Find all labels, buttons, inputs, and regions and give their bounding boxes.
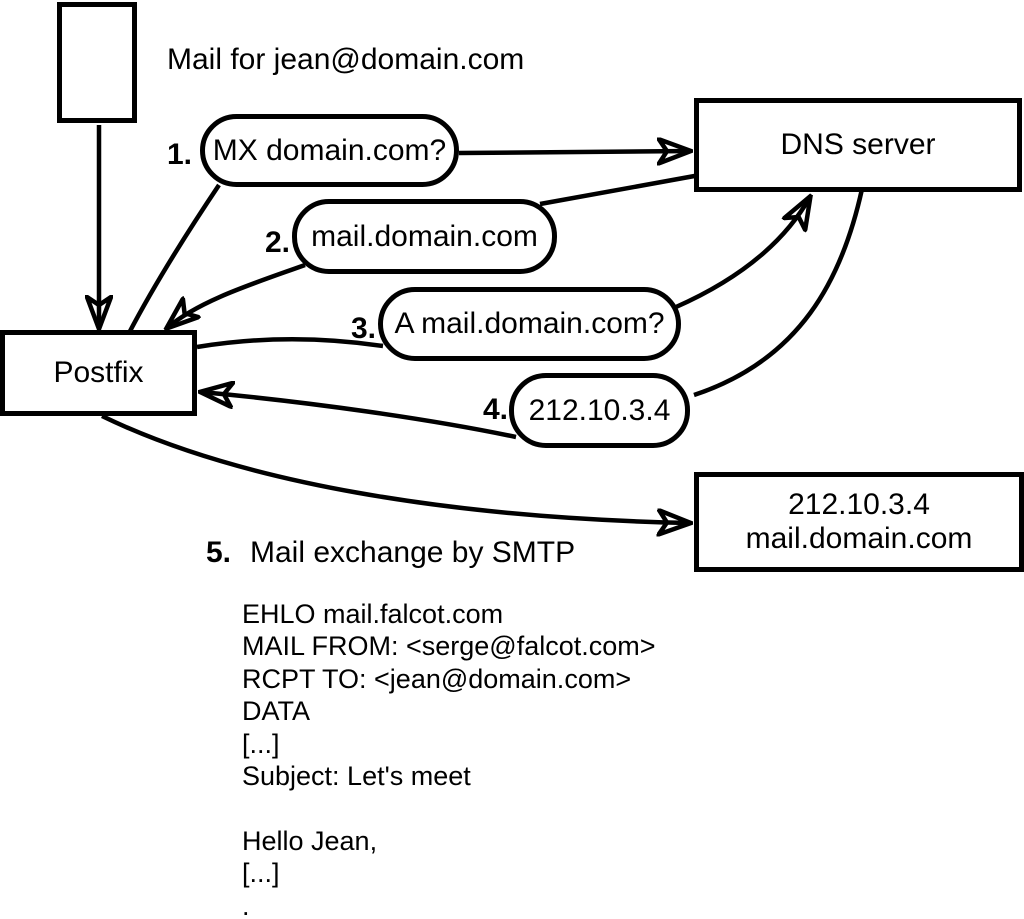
mail-server-ip: 212.10.3.4 <box>788 488 930 521</box>
smtp-line-ellipsis-2: [...] <box>242 858 280 889</box>
step2-number: 2. <box>265 226 291 259</box>
arrow-query1-to-dns <box>458 151 690 153</box>
step3-number: 3. <box>351 312 377 345</box>
smtp-session-transcript: EHLO mail.falcot.com MAIL FROM: <serge@f… <box>242 598 656 919</box>
arrow-postfix-to-mailserver <box>101 413 690 523</box>
line-postfix-to-query3 <box>196 337 384 350</box>
pill-step3-a-query: A mail.domain.com? <box>378 287 681 361</box>
line-dns-to-answer4 <box>693 188 865 398</box>
pill-step4-a-answer: 212.10.3.4 <box>509 373 690 448</box>
smtp-line-ehlo: EHLO mail.falcot.com <box>242 599 504 629</box>
step4-answer-label: 212.10.3.4 <box>528 393 671 427</box>
node-postfix: Postfix <box>0 330 197 416</box>
arrow-answer4-to-postfix <box>201 392 517 440</box>
envelope-icon <box>57 2 137 123</box>
step4-number: 4. <box>483 393 509 426</box>
smtp-line-rcpt-to: RCPT TO: <jean@domain.com> <box>242 663 632 694</box>
step1-query-label: MX domain.com? <box>212 133 447 167</box>
mail-server-hostname: mail.domain.com <box>745 522 973 555</box>
step3-query-label: A mail.domain.com? <box>394 307 665 340</box>
mail-caption: Mail for jean@domain.com <box>167 43 525 76</box>
pill-step2-mx-answer: mail.domain.com <box>292 199 557 274</box>
step2-answer-label: mail.domain.com <box>311 219 538 253</box>
smtp-line-data: DATA <box>242 696 311 727</box>
smtp-line-mail-from: MAIL FROM: <serge@falcot.com> <box>242 631 656 662</box>
arrow-answer2-to-postfix <box>167 262 306 328</box>
line-postfix-to-query1 <box>127 183 221 335</box>
node-dns-server: DNS server <box>694 98 1022 192</box>
smtp-line-subject: Subject: Let's meet <box>242 761 471 792</box>
line-dns-to-answer2 <box>539 172 701 207</box>
arrow-query3-to-dns <box>675 197 810 310</box>
step1-number: 1. <box>167 138 193 171</box>
pill-step1-mx-query: MX domain.com? <box>200 114 459 187</box>
smtp-line-end-dot: . <box>242 890 250 919</box>
postfix-label: Postfix <box>53 356 144 389</box>
dns-server-label: DNS server <box>780 128 936 161</box>
node-mail-server: 212.10.3.4 mail.domain.com <box>694 472 1024 572</box>
step5-label: Mail exchange by SMTP <box>250 536 576 569</box>
smtp-line-blank <box>242 792 656 824</box>
smtp-line-greeting: Hello Jean, <box>242 825 378 856</box>
smtp-line-ellipsis-1: [...] <box>242 728 280 759</box>
step5-number: 5. <box>206 536 232 569</box>
